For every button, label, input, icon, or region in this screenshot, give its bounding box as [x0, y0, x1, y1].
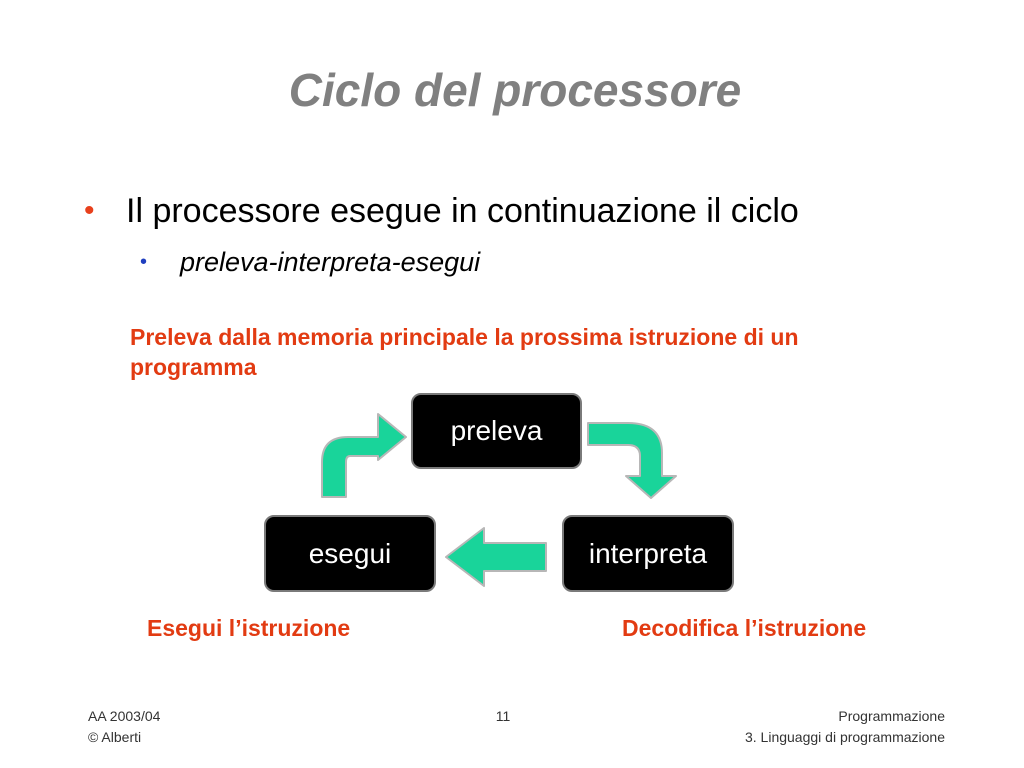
arrow-interpreta-to-esegui [445, 527, 547, 587]
bullet-dot: • [84, 194, 95, 227]
bullet-main-text: Il processore esegue in continuazione il… [126, 192, 799, 230]
slide-title: Ciclo del processore [288, 64, 742, 116]
node-esegui: esegui [264, 515, 436, 592]
footer-right: Programmazione 3. Linguaggi di programma… [745, 706, 945, 748]
page-number: 11 [495, 708, 511, 724]
node-interpreta-label: interpreta [588, 537, 708, 569]
bullet-sub-dot: • [140, 251, 148, 273]
node-interpreta: interpreta [562, 515, 734, 592]
note-esegui: Esegui l’istruzione [147, 615, 351, 641]
footer-left: AA 2003/04 © Alberti [88, 706, 160, 748]
bullet-sub-text: preleva-interpreta-esegui [180, 247, 481, 277]
footer-course: Programmazione [838, 708, 945, 724]
arrow-esegui-to-preleva [321, 413, 407, 498]
footer-chapter: 3. Linguaggi di programmazione [744, 729, 945, 745]
footer-year: AA 2003/04 [88, 708, 161, 724]
note-interpreta: Decodifica l’istruzione [622, 615, 867, 641]
node-preleva: preleva [411, 393, 582, 469]
node-preleva-label: preleva [450, 415, 543, 446]
node-esegui-label: esegui [308, 537, 392, 569]
note-preleva: Preleva dalla memoria principale la pros… [130, 324, 799, 380]
footer-author: © Alberti [88, 729, 142, 745]
arrow-preleva-to-interpreta [587, 422, 677, 499]
